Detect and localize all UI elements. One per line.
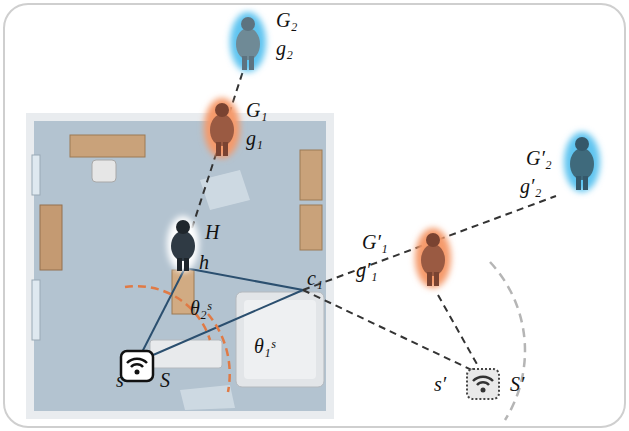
signal-paths	[137, 268, 303, 362]
point-label: g₂	[276, 38, 293, 58]
point-label: θ₁ˢ	[254, 336, 275, 356]
room	[30, 117, 330, 415]
point-label: G₁	[246, 100, 267, 120]
card-frame	[4, 4, 625, 427]
point-label: s	[116, 370, 124, 390]
point-label: H	[205, 222, 219, 242]
point-label: g₁	[246, 128, 263, 148]
wifi-router	[121, 351, 153, 381]
person-blue-mirror	[564, 132, 600, 192]
point-label: S′	[510, 374, 524, 394]
point-label: G₂	[276, 10, 297, 30]
point-label: g′₁	[356, 260, 377, 280]
point-label: g′₂	[520, 176, 541, 196]
virtual-router	[467, 369, 499, 399]
point-label: G′₂	[526, 148, 552, 168]
point-label: h	[199, 252, 209, 272]
point-label: θ₂ˢ	[190, 298, 211, 318]
point-label: c₁	[307, 268, 323, 288]
dashed-paths	[192, 68, 556, 372]
point-label: s′	[434, 374, 446, 394]
point-label: S	[160, 370, 170, 390]
point-label: G′₁	[362, 232, 388, 252]
person-orange-mirror	[415, 228, 451, 288]
person-orange	[204, 98, 240, 158]
person-dark	[167, 216, 199, 272]
person-blue	[230, 12, 266, 72]
